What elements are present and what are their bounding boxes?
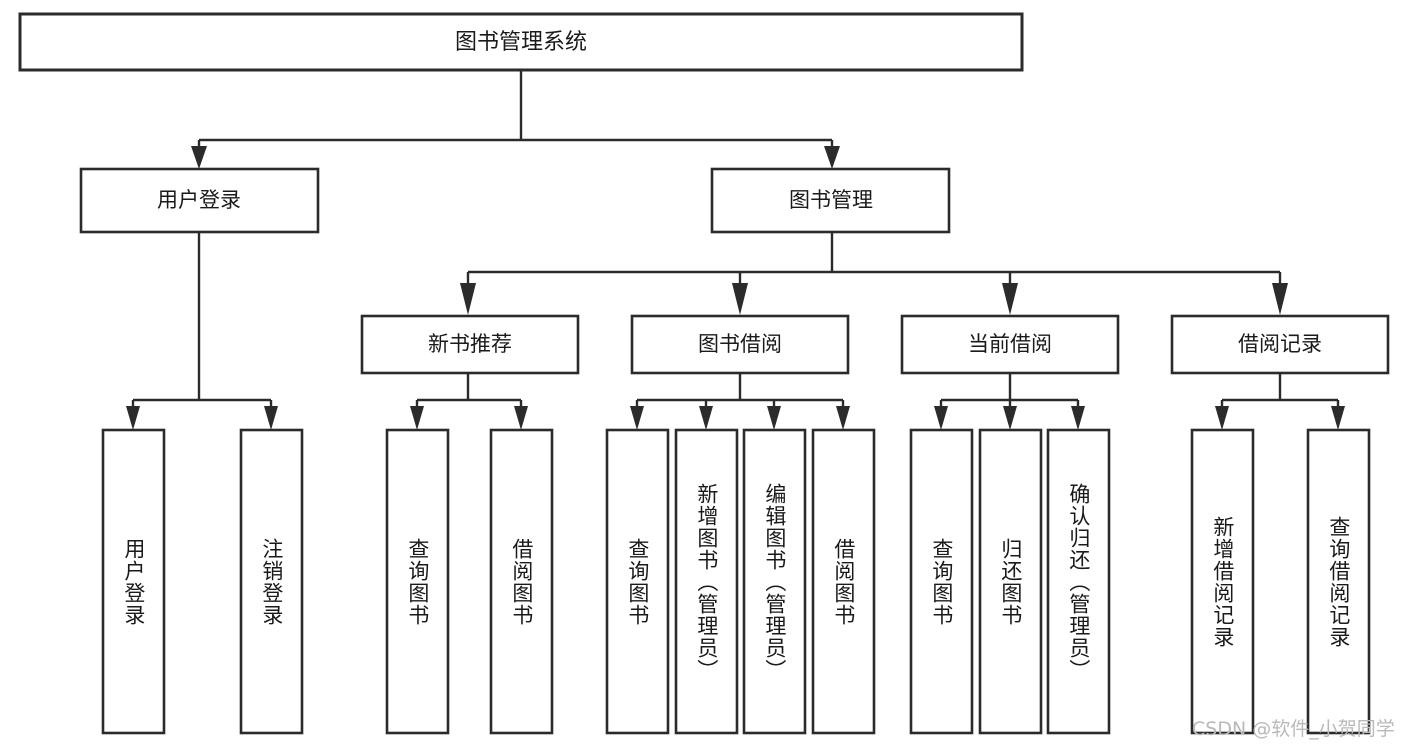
node-leaf-add-book-rect[interactable] — [674, 428, 739, 735]
arrowhead-leaf-query-book-1 — [410, 406, 424, 430]
node-root-label: 图书管理系统 — [455, 30, 587, 55]
arrowhead-leaf-query-record — [1331, 406, 1345, 430]
node-book-management-rect[interactable] — [710, 167, 951, 234]
node-leaf-query-book-3-rect[interactable] — [909, 428, 974, 735]
node-book-management-label: 图书管理 — [789, 188, 873, 212]
arrowhead-leaf-add-book — [699, 406, 713, 430]
arrowhead-book-management — [824, 146, 840, 169]
node-current-borrow-label: 当前借阅 — [968, 332, 1052, 356]
node-new-book-recommend-rect[interactable] — [360, 314, 580, 375]
node-user-login[interactable]: 用户登录 — [79, 167, 320, 234]
node-leaf-edit-book-rect[interactable] — [742, 428, 807, 735]
node-new-book-recommend-label: 新书推荐 — [428, 332, 512, 356]
node-root[interactable]: 图书管理系统 — [18, 12, 1024, 72]
node-leaf-logout-login-rect[interactable] — [239, 428, 304, 735]
node-current-borrow[interactable]: 当前借阅 — [900, 314, 1120, 375]
node-leaf-borrow-book-2-rect[interactable] — [811, 428, 876, 735]
node-borrow-record-rect[interactable] — [1170, 314, 1390, 375]
arrowhead-leaf-borrow-book-1 — [514, 406, 528, 430]
node-borrow-record[interactable]: 借阅记录 — [1170, 314, 1390, 375]
node-user-login-rect[interactable] — [79, 167, 320, 234]
node-leaf-return-book-rect[interactable] — [978, 428, 1043, 735]
node-leaf-add-record-rect[interactable] — [1190, 428, 1255, 735]
connector-group-book-borrow — [630, 373, 850, 430]
connector-group-user-login — [126, 232, 278, 430]
node-borrow-record-label: 借阅记录 — [1238, 332, 1322, 356]
arrowhead-borrow-record — [1272, 283, 1288, 315]
node-root-rect[interactable] — [18, 12, 1024, 72]
node-leaf-query-record-rect[interactable] — [1306, 428, 1371, 735]
node-leaf-query-book-1-rect[interactable] — [385, 428, 450, 735]
connector-group-new-book-recommend — [410, 373, 528, 430]
arrowhead-book-borrow — [732, 283, 748, 315]
node-book-borrow-label: 图书借阅 — [698, 332, 782, 356]
arrowhead-leaf-add-record — [1215, 406, 1229, 430]
connector-group-root — [191, 70, 840, 169]
arrowhead-new-book-recommend — [460, 283, 476, 315]
node-leaf-confirm-return-rect[interactable] — [1046, 428, 1111, 735]
leaf-boxes — [101, 428, 1371, 735]
arrowhead-leaf-edit-book — [767, 406, 781, 430]
node-leaf-borrow-book-1-rect[interactable] — [489, 428, 554, 735]
node-new-book-recommend[interactable]: 新书推荐 — [360, 314, 580, 375]
arrowhead-current-borrow — [1002, 283, 1018, 315]
node-user-login-label: 用户登录 — [157, 188, 241, 212]
node-book-management[interactable]: 图书管理 — [710, 167, 951, 234]
connector-group-book-management — [460, 232, 1288, 315]
node-book-borrow[interactable]: 图书借阅 — [630, 314, 850, 375]
node-current-borrow-rect[interactable] — [900, 314, 1120, 375]
node-book-borrow-rect[interactable] — [630, 314, 850, 375]
connector-group-current-borrow — [934, 373, 1085, 430]
arrowhead-user-login — [191, 146, 207, 169]
node-leaf-user-login-rect[interactable] — [101, 428, 166, 735]
arrowhead-leaf-borrow-book-2 — [836, 406, 850, 430]
arrowhead-leaf-user-login — [126, 406, 140, 430]
arrowhead-leaf-query-book-2 — [630, 406, 644, 430]
connector-group-borrow-record — [1215, 373, 1345, 430]
arrowhead-leaf-return-book — [1003, 406, 1017, 430]
arrowhead-leaf-confirm-return — [1071, 406, 1085, 430]
arrowhead-leaf-query-book-3 — [934, 406, 948, 430]
arrowhead-leaf-logout-login — [264, 406, 278, 430]
node-leaf-query-book-2-rect[interactable] — [605, 428, 670, 735]
